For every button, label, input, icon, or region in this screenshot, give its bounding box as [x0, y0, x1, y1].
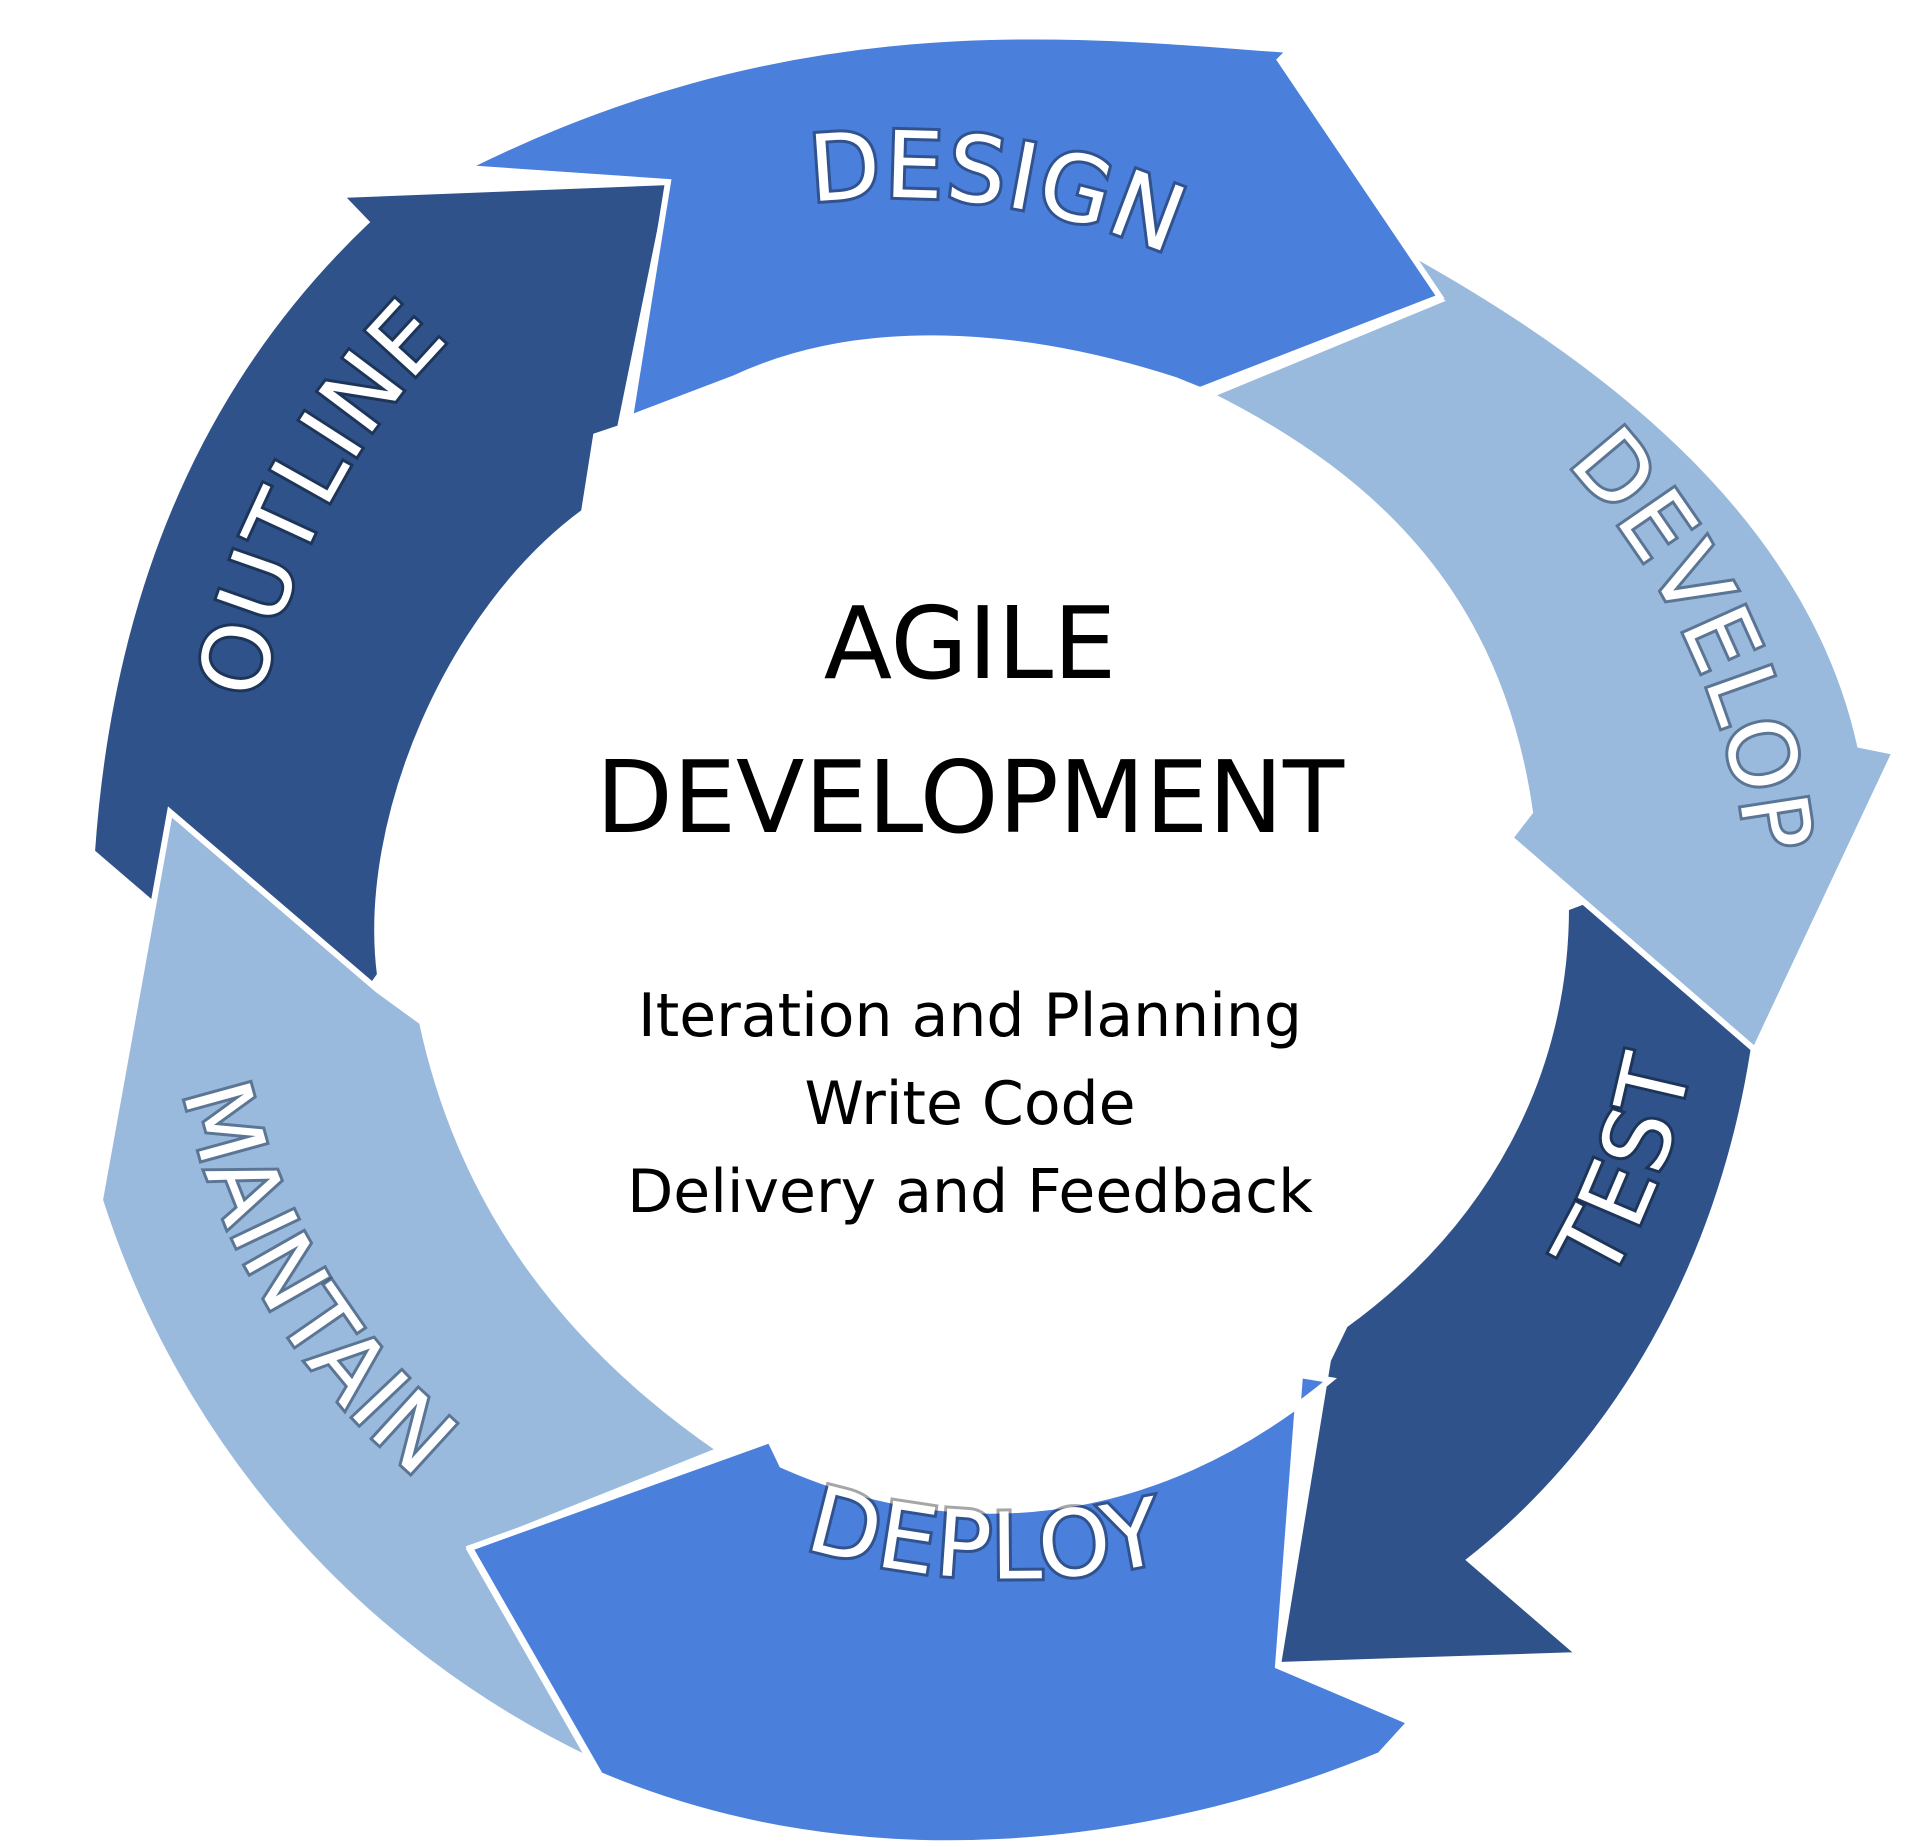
- stage-label-deploy: DEPLOY: [798, 1466, 1171, 1601]
- segment-test: [1274, 831, 1769, 1669]
- segment-deploy: [465, 1371, 1416, 1847]
- activity-line: Delivery and Feedback: [627, 1157, 1313, 1227]
- center-title-line1: AGILE: [824, 585, 1117, 702]
- activity-line: Write Code: [804, 1069, 1135, 1139]
- center-title-line2: DEVELOPMENT: [596, 739, 1345, 856]
- segment-design: [453, 33, 1445, 423]
- cycle-ring: [88, 33, 1900, 1847]
- segment-develop: [1202, 207, 1900, 1055]
- activity-line: Iteration and Planning: [638, 981, 1302, 1051]
- center-text: AGILE DEVELOPMENT Iteration and Planning…: [596, 585, 1345, 1227]
